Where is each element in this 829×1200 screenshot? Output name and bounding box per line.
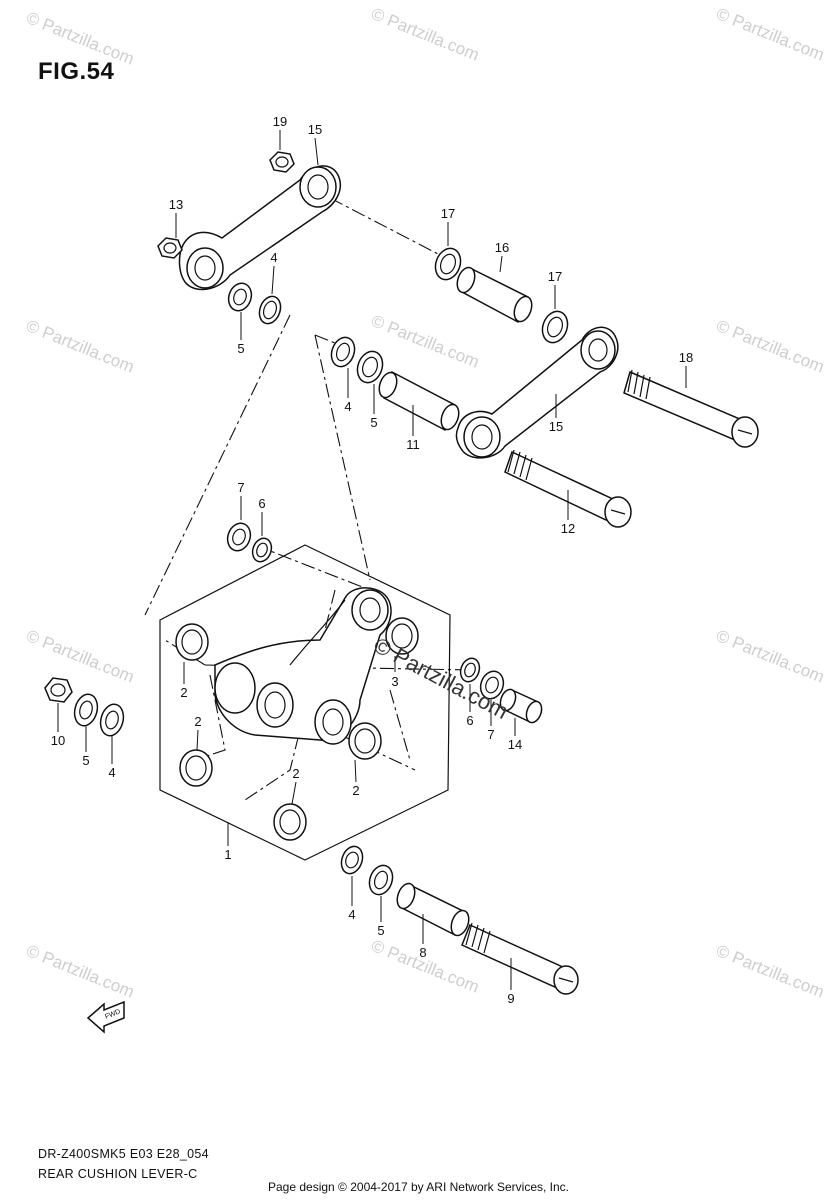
washer-5-left — [73, 693, 99, 727]
callout-19: 19 — [273, 114, 287, 129]
washer-17-a — [434, 247, 462, 281]
callout-5: 5 — [82, 753, 89, 768]
watermark-text: © Partzilla.com — [714, 941, 827, 1002]
callout-13: 13 — [169, 197, 183, 212]
watermark-text: © Partzilla.com — [24, 8, 137, 69]
callout-11: 11 — [406, 437, 420, 452]
watermark-text: © Partzilla.com — [714, 4, 827, 65]
callout-4: 4 — [270, 250, 277, 265]
watermark-text: © Partzilla.com — [714, 626, 827, 687]
seal-4-left — [99, 703, 125, 737]
spacer-16 — [456, 266, 533, 324]
seal-4-upper — [258, 295, 282, 325]
seal-6-right — [459, 657, 481, 683]
callout-16: 16 — [495, 240, 509, 255]
callout-7: 7 — [487, 727, 494, 742]
callout-8: 8 — [419, 945, 426, 960]
watermark-text: © Partzilla.com — [369, 311, 482, 372]
nut-19 — [269, 151, 295, 173]
callout-1: 1 — [224, 847, 231, 862]
callout-2: 2 — [292, 766, 299, 781]
assembly-boundary — [159, 544, 451, 861]
callout-17: 17 — [548, 269, 562, 284]
callout-17: 17 — [441, 206, 455, 221]
watermark-text: © Partzilla.com — [24, 941, 137, 1002]
bearing-2-a — [175, 623, 209, 661]
model-code: DR-Z400SMK5 E03 E28_054 — [38, 1147, 209, 1161]
callout-6: 6 — [258, 496, 265, 511]
figure-title: FIG.54 — [38, 58, 115, 85]
tie-rod-upper — [178, 165, 342, 291]
callout-15: 15 — [549, 419, 563, 434]
spacer-11 — [378, 370, 460, 432]
seal-6-upper — [251, 537, 273, 563]
callout-18: 18 — [679, 350, 693, 365]
callout-3: 3 — [391, 674, 398, 689]
fwd-arrow-icon: FWD — [86, 1000, 125, 1034]
watermark-text: © Partzilla.com — [369, 4, 482, 65]
washer-17-b — [541, 310, 569, 344]
callout-2: 2 — [180, 685, 187, 700]
callout-4: 4 — [108, 765, 115, 780]
callout-2: 2 — [352, 783, 359, 798]
washer-5-mid — [356, 350, 384, 384]
seal-4-mid — [330, 336, 356, 368]
spacer-8 — [396, 882, 470, 937]
washer-5-lower — [368, 864, 394, 896]
washer-7-right — [479, 670, 505, 700]
watermark-text: © Partzilla.com — [714, 316, 827, 377]
callout-labels: 19 15 13 4 5 17 16 17 18 4 5 11 15 12 7 … — [51, 114, 693, 1006]
callout-7: 7 — [237, 480, 244, 495]
leader-lines — [57, 130, 687, 990]
callout-12: 12 — [561, 521, 575, 536]
callout-14: 14 — [508, 737, 522, 752]
callout-10: 10 — [51, 733, 65, 748]
bearing-2-d — [348, 722, 382, 760]
nut-13 — [157, 237, 183, 259]
watermark-text: © Partzilla.com — [24, 316, 137, 377]
callout-2: 2 — [194, 714, 201, 729]
bolt-12 — [504, 449, 632, 528]
callout-6: 6 — [466, 713, 473, 728]
bearing-3 — [385, 617, 419, 655]
callout-15: 15 — [308, 122, 322, 137]
washer-5-upper — [227, 282, 253, 312]
callout-5: 5 — [237, 341, 244, 356]
tie-rod-lower — [455, 326, 619, 459]
watermark-layer: © Partzilla.com © Partzilla.com © Partzi… — [24, 4, 827, 1002]
section-name: REAR CUSHION LEVER-C — [38, 1167, 198, 1181]
callout-9: 9 — [507, 991, 514, 1006]
cushion-lever-1 — [214, 587, 392, 745]
callout-5: 5 — [370, 415, 377, 430]
bolt-18 — [623, 369, 759, 448]
callout-4: 4 — [344, 399, 351, 414]
watermark-text: © Partzilla.com — [24, 626, 137, 687]
nut-10 — [44, 677, 73, 703]
callout-5: 5 — [377, 923, 384, 938]
bolt-9 — [461, 922, 579, 995]
bearing-2-c — [273, 803, 307, 841]
washer-7-upper — [226, 522, 252, 552]
bearing-2-b — [179, 749, 213, 787]
spacer-14 — [499, 688, 543, 724]
callout-4: 4 — [348, 907, 355, 922]
page-credit: Page design © 2004-2017 by ARI Network S… — [268, 1180, 570, 1194]
seal-4-lower — [340, 845, 364, 875]
